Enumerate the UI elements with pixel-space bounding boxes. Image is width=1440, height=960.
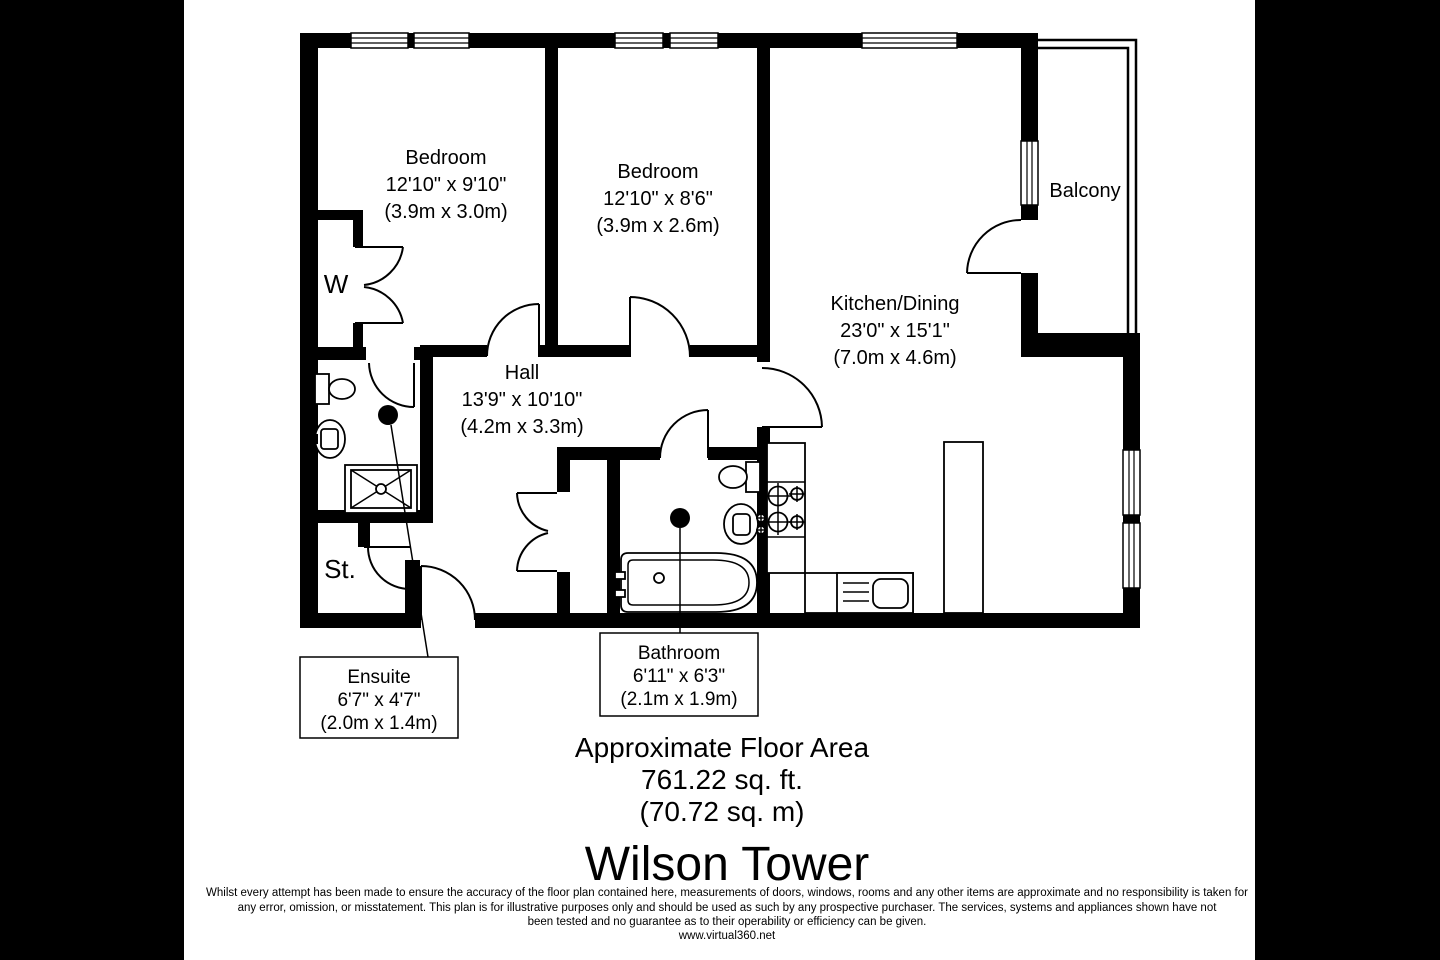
callout-dims-metric-ensuite: (2.0m x 1.4m)	[320, 713, 437, 734]
room-label-hall: Hall	[505, 362, 539, 384]
cupboard-door-top	[516, 492, 557, 532]
callout-dims-metric-bathroom: (2.1m x 1.9m)	[620, 689, 737, 710]
bathroom-callout-box	[599, 632, 759, 717]
ensuite-sink	[310, 419, 346, 459]
disclaimer-line2: any error, omission, or misstatement. Th…	[238, 902, 1218, 914]
room-label-kitchen-dining: Kitchen/Dining	[831, 293, 960, 315]
door-arc-ensuite	[368, 362, 415, 408]
bathroom-sink	[723, 503, 766, 545]
room-dims-metric-bedroom2: (3.9m x 2.6m)	[596, 215, 719, 237]
ensuite-leader-line	[390, 424, 429, 658]
room-dims-metric-hall: (4.2m x 3.3m)	[460, 416, 583, 438]
window-kitchen-top	[861, 32, 958, 49]
room-label-bedroom1: Bedroom	[405, 147, 486, 169]
callout-label-bathroom: Bathroom	[638, 643, 720, 664]
left-black-bar	[0, 0, 184, 960]
right-black-bar	[1255, 0, 1440, 960]
callout-dims-imperial-bathroom: 6'11" x 6'3"	[633, 666, 725, 687]
ensuite-toilet	[314, 373, 356, 405]
room-dims-metric-bedroom1: (3.9m x 3.0m)	[384, 201, 507, 223]
walls	[300, 33, 1140, 628]
bathroom-leader-dot	[670, 508, 690, 528]
wardrobe-door-top	[355, 246, 404, 286]
doors	[355, 219, 1022, 621]
room-dims-metric-kitchen-dining: (7.0m x 4.6m)	[833, 347, 956, 369]
window-bedroom2-b	[669, 32, 719, 49]
disclaimer-line3: been tested and no guarantee as to their…	[528, 916, 927, 928]
floor-area-sqm: (70.72 sq. m)	[640, 796, 805, 827]
footer: Approximate Floor Area 761.22 sq. ft. (7…	[206, 732, 1248, 942]
room-label-storage: St.	[324, 554, 356, 584]
callout-dims-imperial-ensuite: 6'7" x 4'7"	[337, 690, 420, 711]
floor-area-sqft: 761.22 sq. ft.	[641, 764, 803, 795]
window-balcony-wall	[1020, 140, 1039, 206]
door-arc-kitchen	[761, 367, 823, 428]
window-kitchen-right-b	[1122, 522, 1141, 589]
ensuite-callout-box	[299, 656, 459, 739]
kitchen-sink	[836, 572, 914, 614]
room-label-bedroom2: Bedroom	[617, 161, 698, 183]
door-arc-bathroom	[659, 409, 709, 459]
door-arc-bedroom1	[486, 303, 540, 357]
room-labels: Bedroom 12'10" x 9'10" (3.9m x 3.0m) Bed…	[320, 147, 1120, 734]
bathroom-toilet	[718, 461, 761, 493]
door-arc-balcony	[966, 219, 1022, 274]
kitchen-counter-left	[766, 442, 806, 574]
room-dims-imperial-kitchen-dining: 23'0" x 15'1"	[840, 320, 950, 342]
cupboard-door-bottom	[516, 532, 557, 572]
disclaimer-line1: Whilst every attempt has been made to en…	[206, 887, 1248, 899]
room-label-balcony: Balcony	[1049, 180, 1120, 202]
room-dims-imperial-bedroom2: 12'10" x 8'6"	[603, 188, 713, 210]
windows	[350, 32, 1141, 589]
room-dims-imperial-bedroom1: 12'10" x 9'10"	[386, 174, 507, 196]
wardrobe-door-bottom	[355, 286, 404, 324]
website-link: www.virtual360.net	[678, 930, 776, 942]
kitchen-counter-peninsula	[943, 441, 984, 614]
room-dims-imperial-hall: 13'9" x 10'10"	[462, 389, 583, 411]
shower-tray	[344, 464, 418, 514]
balcony-railing	[1038, 38, 1138, 357]
kitchen-hob	[765, 481, 805, 538]
door-arc-bedroom2	[629, 296, 691, 358]
room-label-wardrobe: W	[324, 269, 349, 299]
window-bedroom1-b	[413, 32, 470, 49]
window-kitchen-right-a	[1122, 449, 1141, 516]
window-bedroom1-a	[350, 32, 409, 49]
door-arc-storage	[364, 546, 411, 590]
callout-label-ensuite: Ensuite	[347, 667, 410, 688]
window-bedroom2-a	[614, 32, 664, 49]
bathtub	[614, 552, 758, 613]
floor-area-title: Approximate Floor Area	[575, 732, 870, 763]
ensuite-leader-dot	[378, 405, 398, 425]
building-name: Wilson Tower	[585, 838, 870, 891]
